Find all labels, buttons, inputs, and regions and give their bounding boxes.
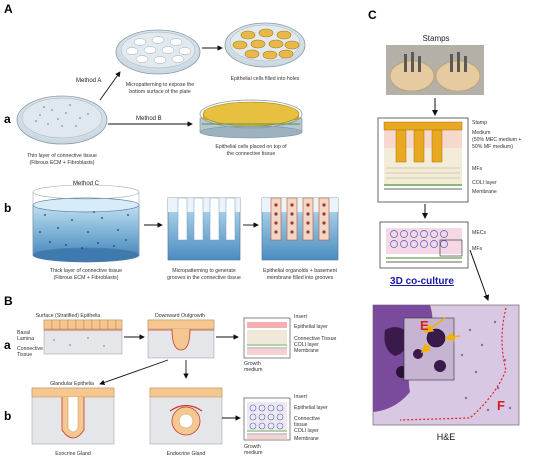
insert-b-connective-2: tissue: [294, 422, 308, 428]
organoids-block: [261, 197, 339, 261]
he-arrow-3: [444, 332, 461, 342]
insert-a-connective: Connective Tissue: [294, 336, 337, 342]
medium-label-2: (50% MEC medium +: [472, 137, 521, 143]
insert-a-growth-2: medium: [244, 367, 262, 373]
cells-top-caption-1: Epithelial cells placed on top of: [215, 144, 287, 150]
he-image: [372, 304, 520, 426]
cells-holes-dish: [224, 22, 306, 68]
stamps-photo: [386, 45, 484, 95]
cells-top-dish: [199, 99, 303, 139]
insert-a-growth-1: Growth: [244, 361, 261, 367]
organoids-caption-1: Epithelial organoids + basement: [263, 268, 338, 274]
micropattern-grooves-2: grooves in the connective tissue: [167, 275, 241, 281]
insert-a-coli: COLI layer: [294, 342, 319, 348]
panel-a-label: A: [4, 2, 13, 16]
arrow-to-exocrine: [99, 359, 169, 386]
grooves-block: [167, 197, 241, 261]
he-caption: H&E: [437, 432, 456, 442]
downward-outgrowth-label: Downward Outgrowth: [155, 313, 205, 319]
insert-a-insert: Insert: [294, 314, 308, 320]
panel-a-row-a: a: [4, 112, 11, 126]
organoids-caption-2: membrane filled into grooves: [267, 275, 334, 281]
insert-a-epithelial: Epithelial layer: [294, 324, 328, 330]
insert-b-growth-2: medium: [244, 450, 262, 456]
thin-layer-caption-2: (Fibrous ECM + Fibroblasts): [29, 160, 94, 166]
mfs-label-1: MFs: [472, 166, 482, 172]
thick-layer-caption-1: Thick layer of connective tissue: [50, 268, 122, 274]
stamp-well-diagram: [377, 117, 469, 203]
surface-epithelia-label: Surface (Stratified) Epithelia: [36, 313, 101, 319]
medium-label-3: 50% MF medium): [472, 144, 513, 150]
panel-c-label: C: [368, 8, 377, 22]
coculture-diagram: [379, 221, 469, 269]
membrane-label: Membrane: [472, 189, 497, 195]
panel-b-row-b: b: [4, 409, 11, 423]
insert-b-connective-1: Connective: [294, 416, 320, 422]
method-b-label: Method B: [136, 116, 162, 122]
micropattern-holes-1: Micropatterning to expose the: [126, 82, 194, 88]
glandular-epithelia-label: Glandular Epithelia: [50, 381, 94, 387]
panel-b-label: B: [4, 294, 13, 308]
stamp-label: Stamp: [472, 120, 487, 126]
insert-b-growth-1: Growth: [244, 444, 261, 450]
thick-layer-caption-2: (Fibrous ECM + Fibroblasts): [53, 275, 118, 281]
exocrine-diagram: [31, 387, 115, 445]
coli-label: COLI layer: [472, 180, 497, 186]
mecs-label: MECs: [472, 230, 487, 236]
exocrine-label: Exocrine Gland: [55, 451, 91, 457]
arrow-coculture-to-he: [469, 249, 490, 301]
surface-epithelia-diagram: [43, 319, 123, 355]
insert-b-coli: COLI layer: [294, 428, 319, 434]
he-arrow-2: [420, 343, 432, 354]
thin-layer-caption-1: Thin layer of connective tissue: [27, 153, 97, 159]
he-label-f: F: [497, 398, 505, 413]
cells-holes-caption: Epithelial cells filled into holes: [231, 76, 300, 82]
stamps-label: Stamps: [422, 34, 449, 43]
endocrine-diagram: [149, 387, 223, 445]
endocrine-label: Endocrine Gland: [167, 451, 206, 457]
insert-b-insert: Insert: [294, 394, 308, 400]
cells-top-caption-2: the connective tissue: [227, 151, 276, 157]
medium-label-1: Medium: [472, 130, 490, 136]
micropattern-holes-2: bottom surface of the plate: [129, 89, 191, 95]
insert-diagram-a: [243, 317, 291, 359]
insert-b-epithelial: Epithelial layer: [294, 405, 328, 411]
connective-tissue-b-2: Tissue: [17, 352, 32, 358]
basal-lamina-2: Lamina: [17, 336, 34, 342]
thick-layer-beaker: [32, 184, 140, 263]
he-label-e: E: [420, 318, 429, 333]
mfs-label-2: MFs: [472, 246, 482, 252]
arrow-method-a: [99, 71, 121, 101]
connective-tissue-b-1: Connective: [17, 346, 43, 352]
panel-a-row-b: b: [4, 201, 11, 215]
holes-dish: [115, 29, 201, 75]
insert-b-membrane: Membrane: [294, 436, 319, 442]
he-arrow-1: [423, 317, 446, 333]
coculture-label: 3D co-culture: [390, 276, 454, 287]
method-c-label: Method C: [73, 181, 100, 187]
downward-outgrowth-diagram: [147, 319, 215, 359]
insert-a-membrane: Membrane: [294, 348, 319, 354]
insert-diagram-b: [243, 397, 291, 441]
basal-lamina-1: Basal: [17, 330, 30, 336]
panel-b-row-a: a: [4, 338, 11, 352]
thin-layer-dish: [16, 95, 108, 145]
micropattern-grooves-1: Micropatterning to generate: [172, 268, 236, 274]
method-a-label: Method A: [76, 78, 101, 84]
